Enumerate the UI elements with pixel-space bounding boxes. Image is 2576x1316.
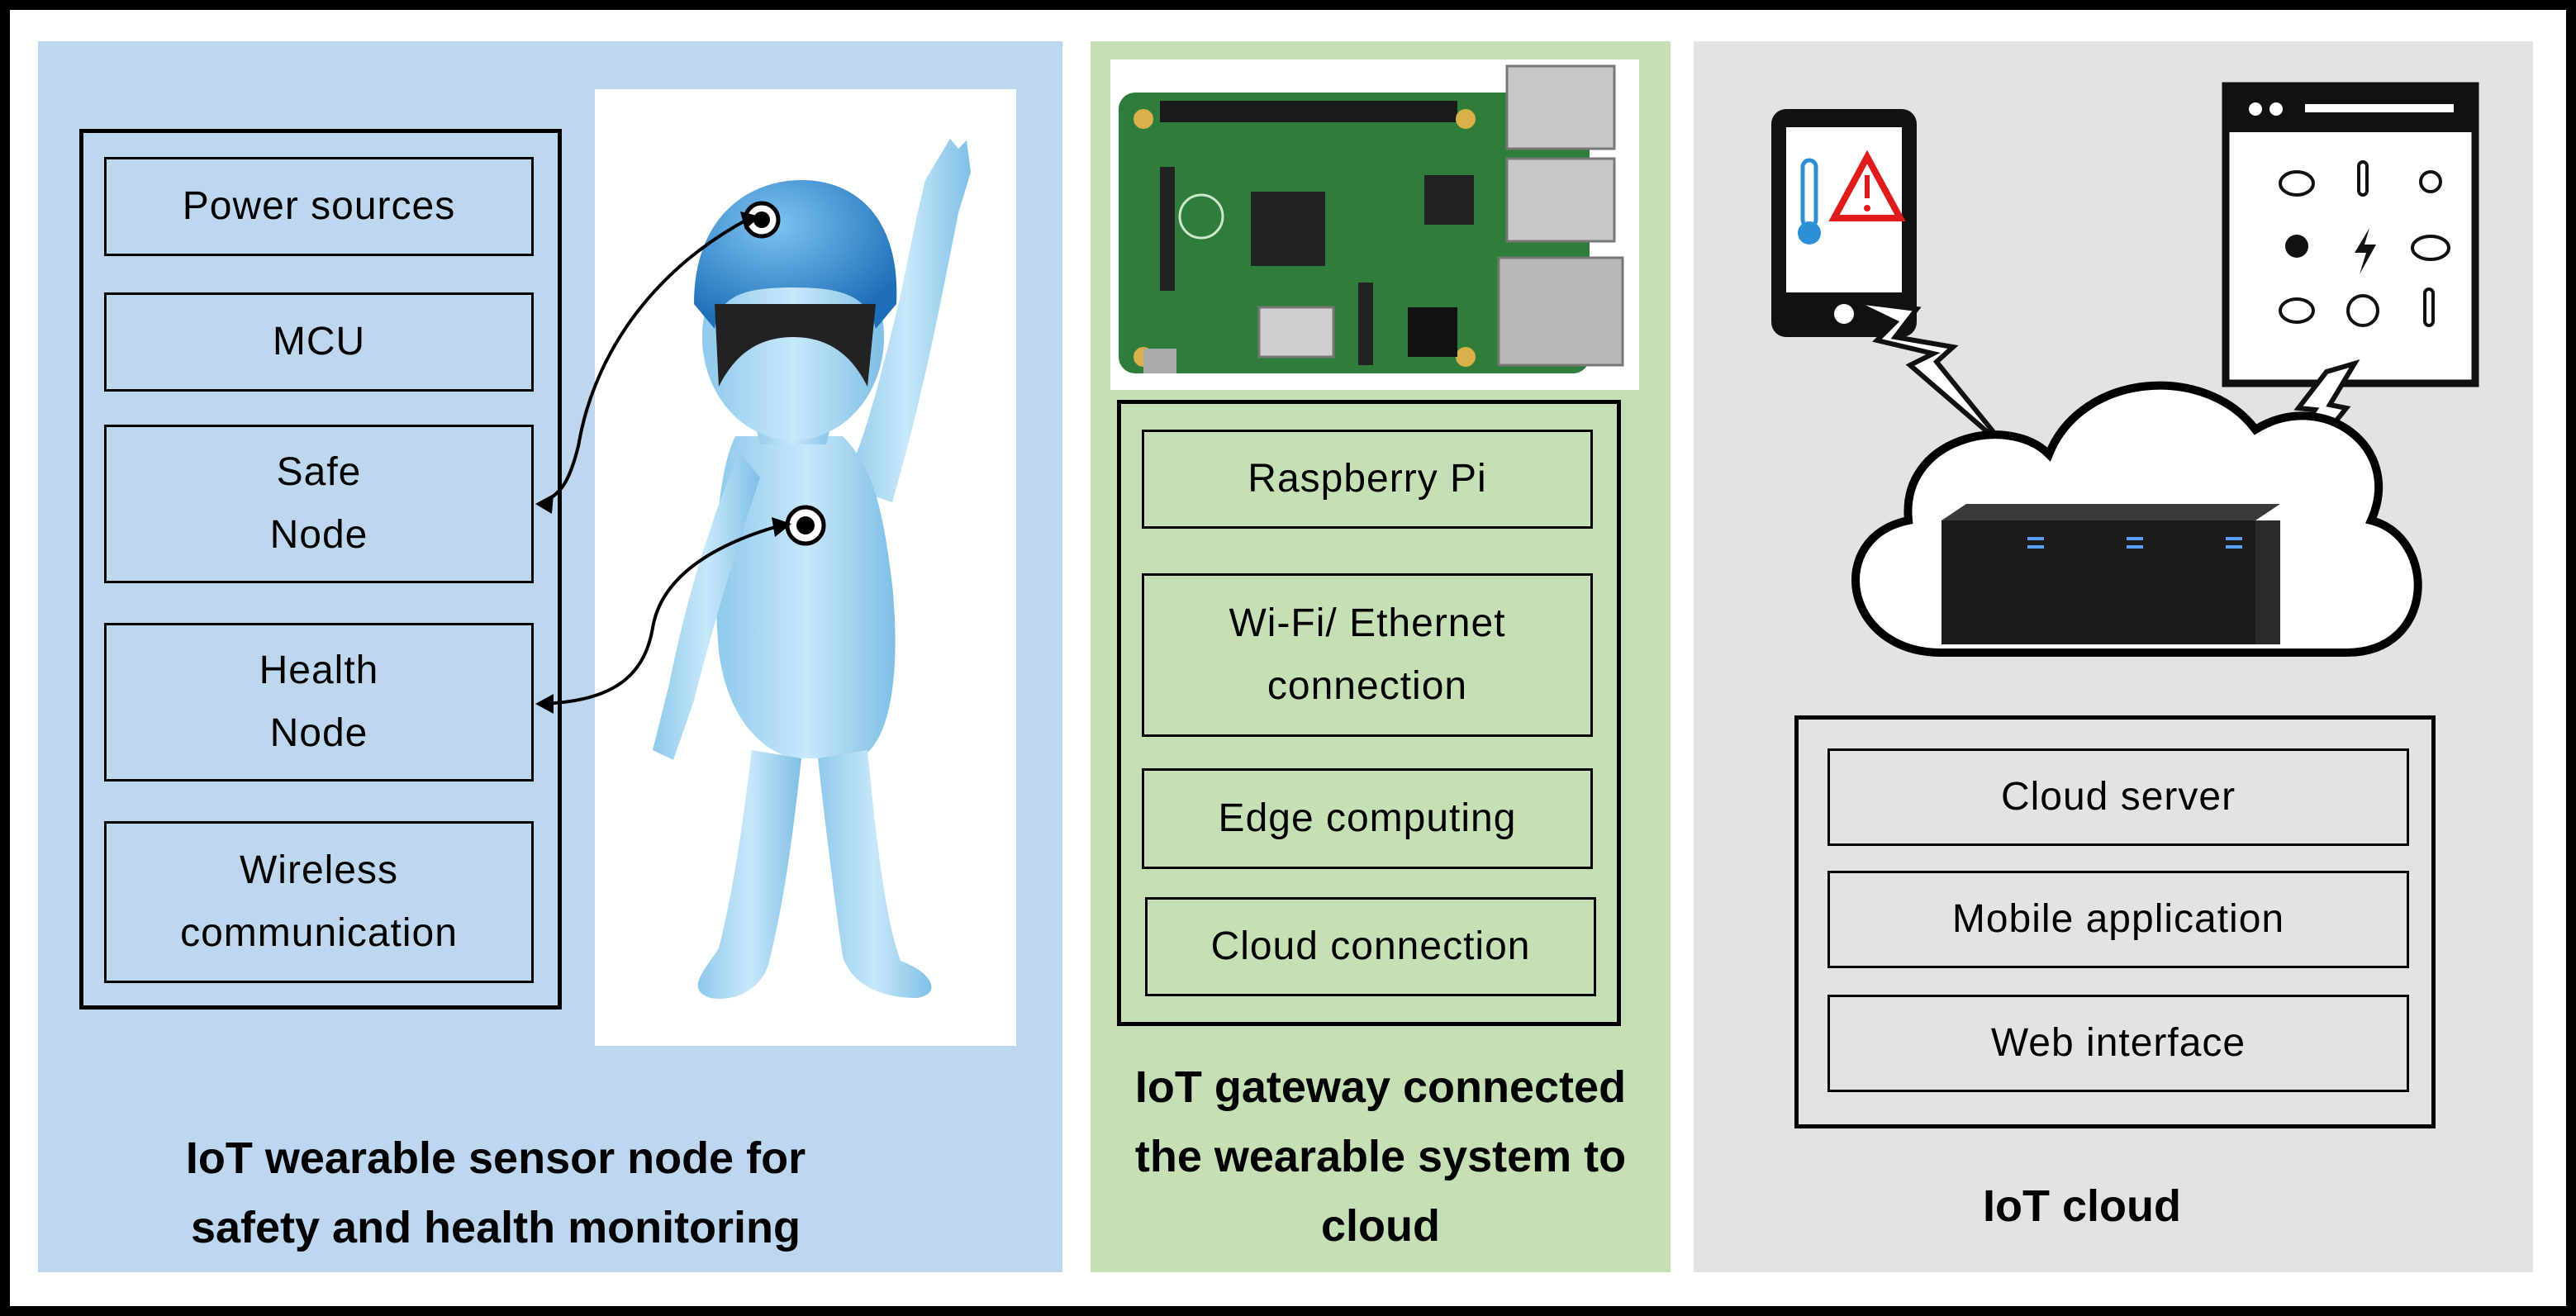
cloud-caption: IoT cloud (1983, 1181, 2181, 1231)
sensor-node-components-box (79, 129, 562, 1010)
component-wifi-ethernet: Wi-Fi/ Ethernet connection (1142, 573, 1593, 737)
component-raspberry-pi: Raspberry Pi (1142, 430, 1593, 529)
cloud-components-box (1794, 715, 2436, 1128)
chest-sensor-icon (785, 505, 826, 546)
cloud-illustrations (1771, 82, 2479, 657)
raspberry-pi-board (1110, 59, 1639, 390)
component-mcu: MCU (104, 292, 534, 392)
component-cloud-server: Cloud server (1827, 748, 2409, 846)
cloud-server-icon (1851, 381, 2422, 657)
component-health-node: Health Node (104, 623, 534, 782)
sensor-node-caption: IoT wearable sensor node for safety and … (185, 1133, 806, 1252)
component-wireless-communication: Wireless communication (104, 821, 534, 983)
weather-dashboard-icon (2222, 82, 2479, 387)
gateway-components-box (1117, 400, 1621, 1026)
component-edge-computing: Edge computing (1142, 768, 1593, 869)
component-mobile-application: Mobile application (1827, 871, 2409, 968)
gateway-caption: IoT gateway connected the wearable syste… (1134, 1062, 1627, 1251)
component-web-interface: Web interface (1827, 995, 2409, 1092)
component-cloud-connection: Cloud connection (1145, 897, 1596, 996)
component-safe-node: Safe Node (104, 425, 534, 583)
component-power-sources: Power sources (104, 157, 534, 256)
smartphone-alert-icon (1771, 109, 1917, 337)
